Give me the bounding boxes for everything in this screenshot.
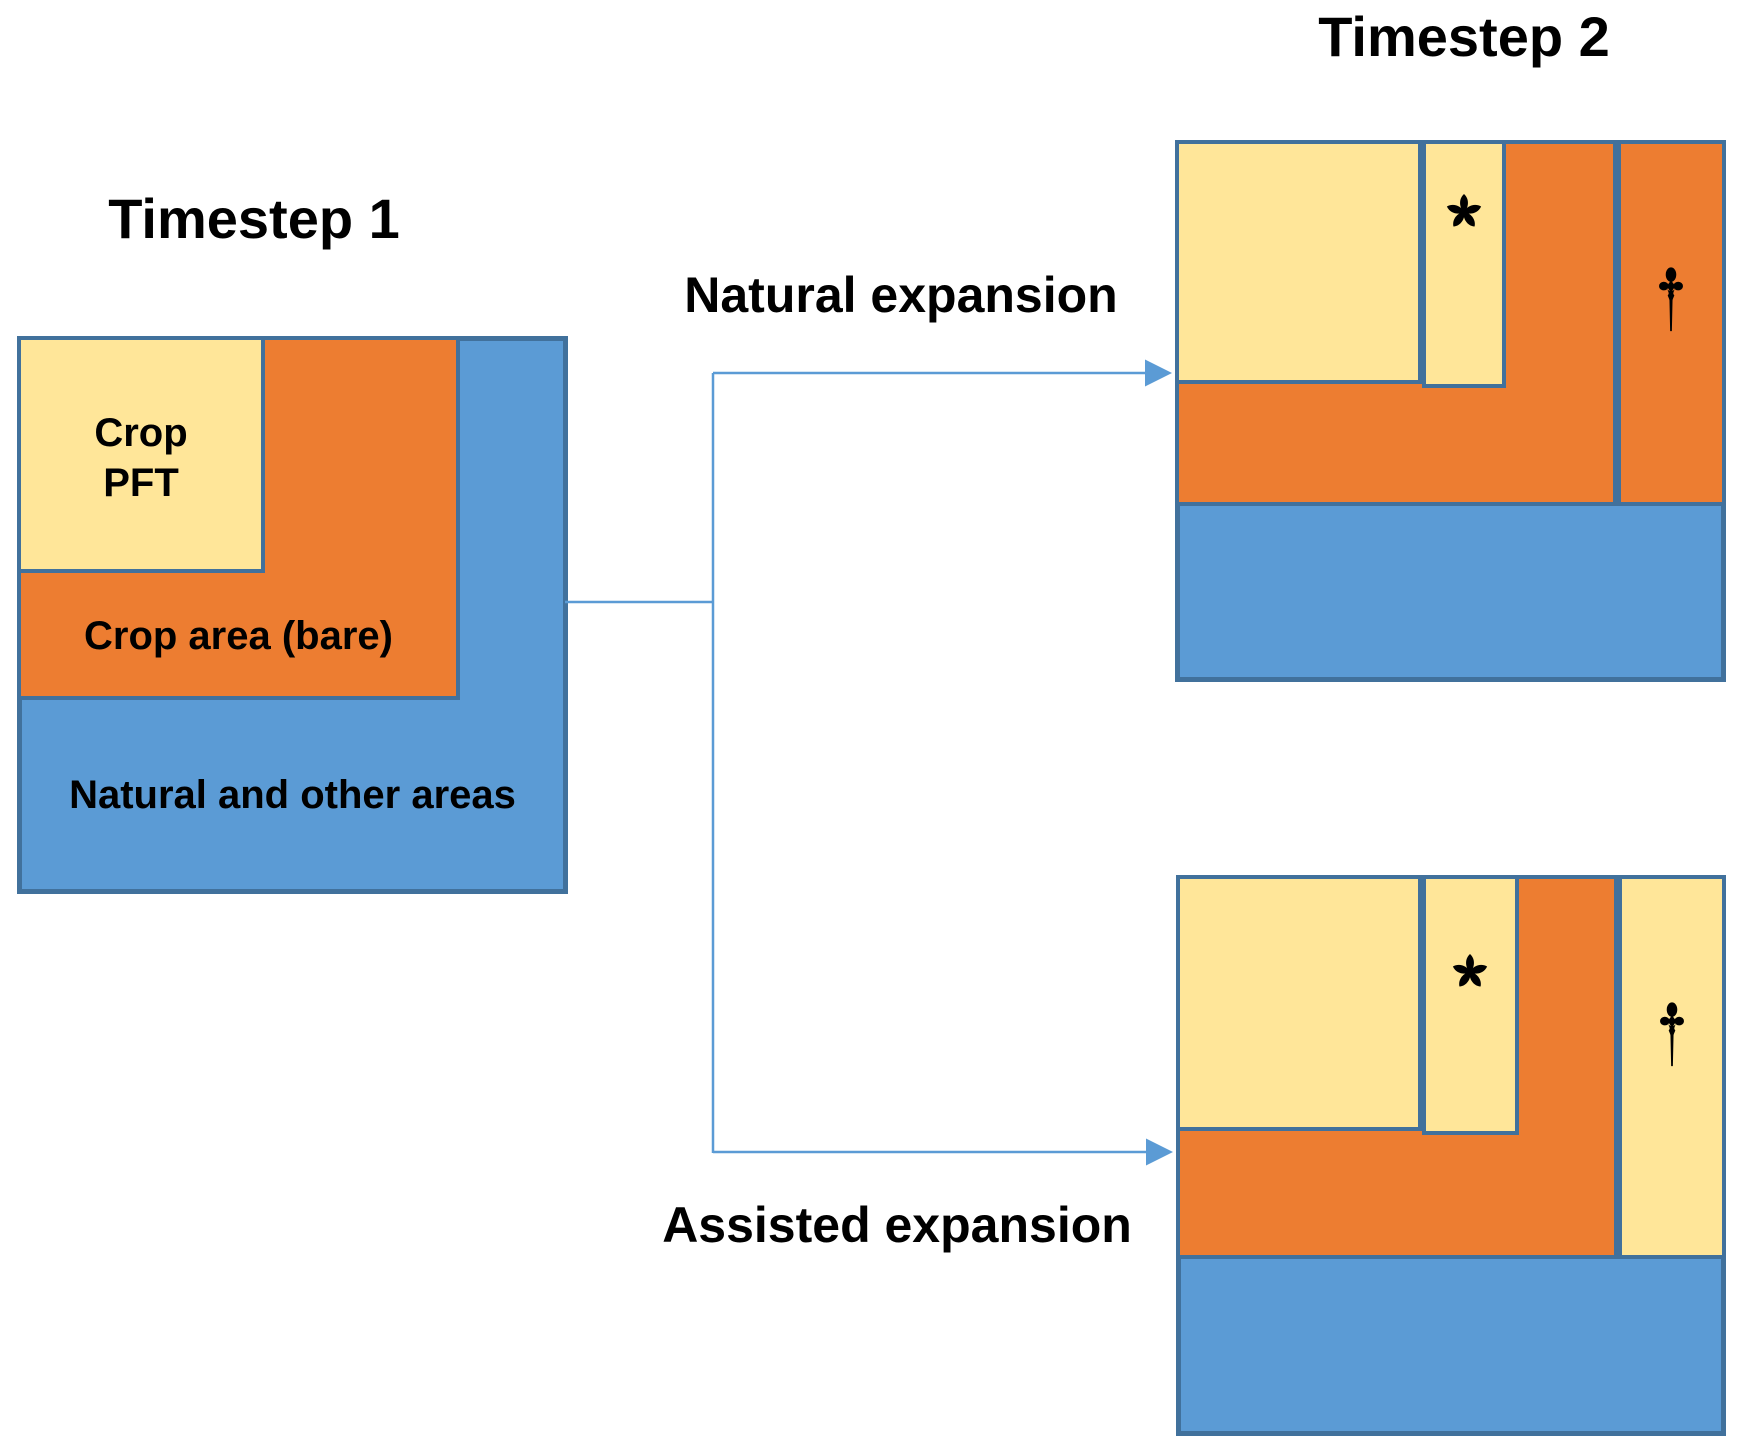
assisted-result-crop-pft-region <box>1176 875 1422 1131</box>
assisted-result-new-crop-pft-region <box>1422 875 1519 1135</box>
natural-result-crop-pft-region <box>1175 140 1422 384</box>
natural-other-areas-label: Natural and other areas <box>69 772 516 817</box>
natural-expansion-label: Natural expansion <box>684 267 1118 323</box>
asterisk-icon <box>1450 952 1490 992</box>
natural-result-new-crop-pft-region <box>1422 140 1506 388</box>
ts1-crop-pft-region <box>17 336 265 573</box>
timestep2-title: Timestep 2 <box>1318 5 1610 68</box>
asterisk-icon <box>1444 192 1484 232</box>
assisted-expansion-label: Assisted expansion <box>662 1197 1132 1253</box>
crop-area-bare-label: Crop area (bare) <box>84 613 393 658</box>
dagger-icon <box>1660 1001 1684 1068</box>
timestep1-title: Timestep 1 <box>108 187 400 250</box>
assisted-result-dagger-crop-pft-region <box>1618 875 1726 1259</box>
dagger-icon <box>1659 266 1683 333</box>
natural-arrowhead-icon <box>1145 359 1172 387</box>
crop-pft-label: Crop PFT <box>94 410 188 505</box>
assisted-arrowhead-icon <box>1146 1138 1173 1166</box>
